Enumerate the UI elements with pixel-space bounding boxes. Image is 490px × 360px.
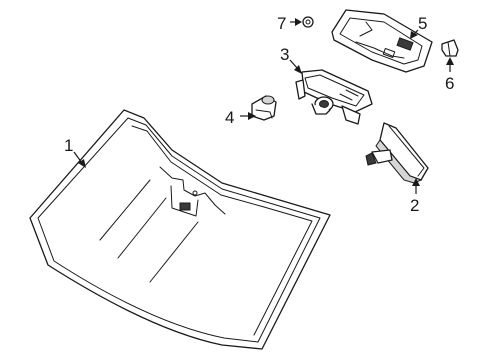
screw xyxy=(302,16,314,28)
callout-3: 3 xyxy=(280,45,289,64)
camera-bracket xyxy=(295,69,373,125)
rearview-mirror xyxy=(365,122,429,184)
leader-lines xyxy=(73,18,454,194)
windshield-glass xyxy=(29,109,331,350)
callout-4: 4 xyxy=(225,108,234,127)
callout-2: 2 xyxy=(410,196,419,215)
callout-5: 5 xyxy=(418,14,427,33)
callout-7: 7 xyxy=(277,14,286,33)
callout-1: 1 xyxy=(64,136,73,155)
clip xyxy=(441,39,459,57)
overhead-console-cover xyxy=(331,9,433,73)
windshield-sensor-patch xyxy=(179,202,191,211)
callout-6: 6 xyxy=(445,74,454,93)
rain-sensor xyxy=(251,95,277,121)
